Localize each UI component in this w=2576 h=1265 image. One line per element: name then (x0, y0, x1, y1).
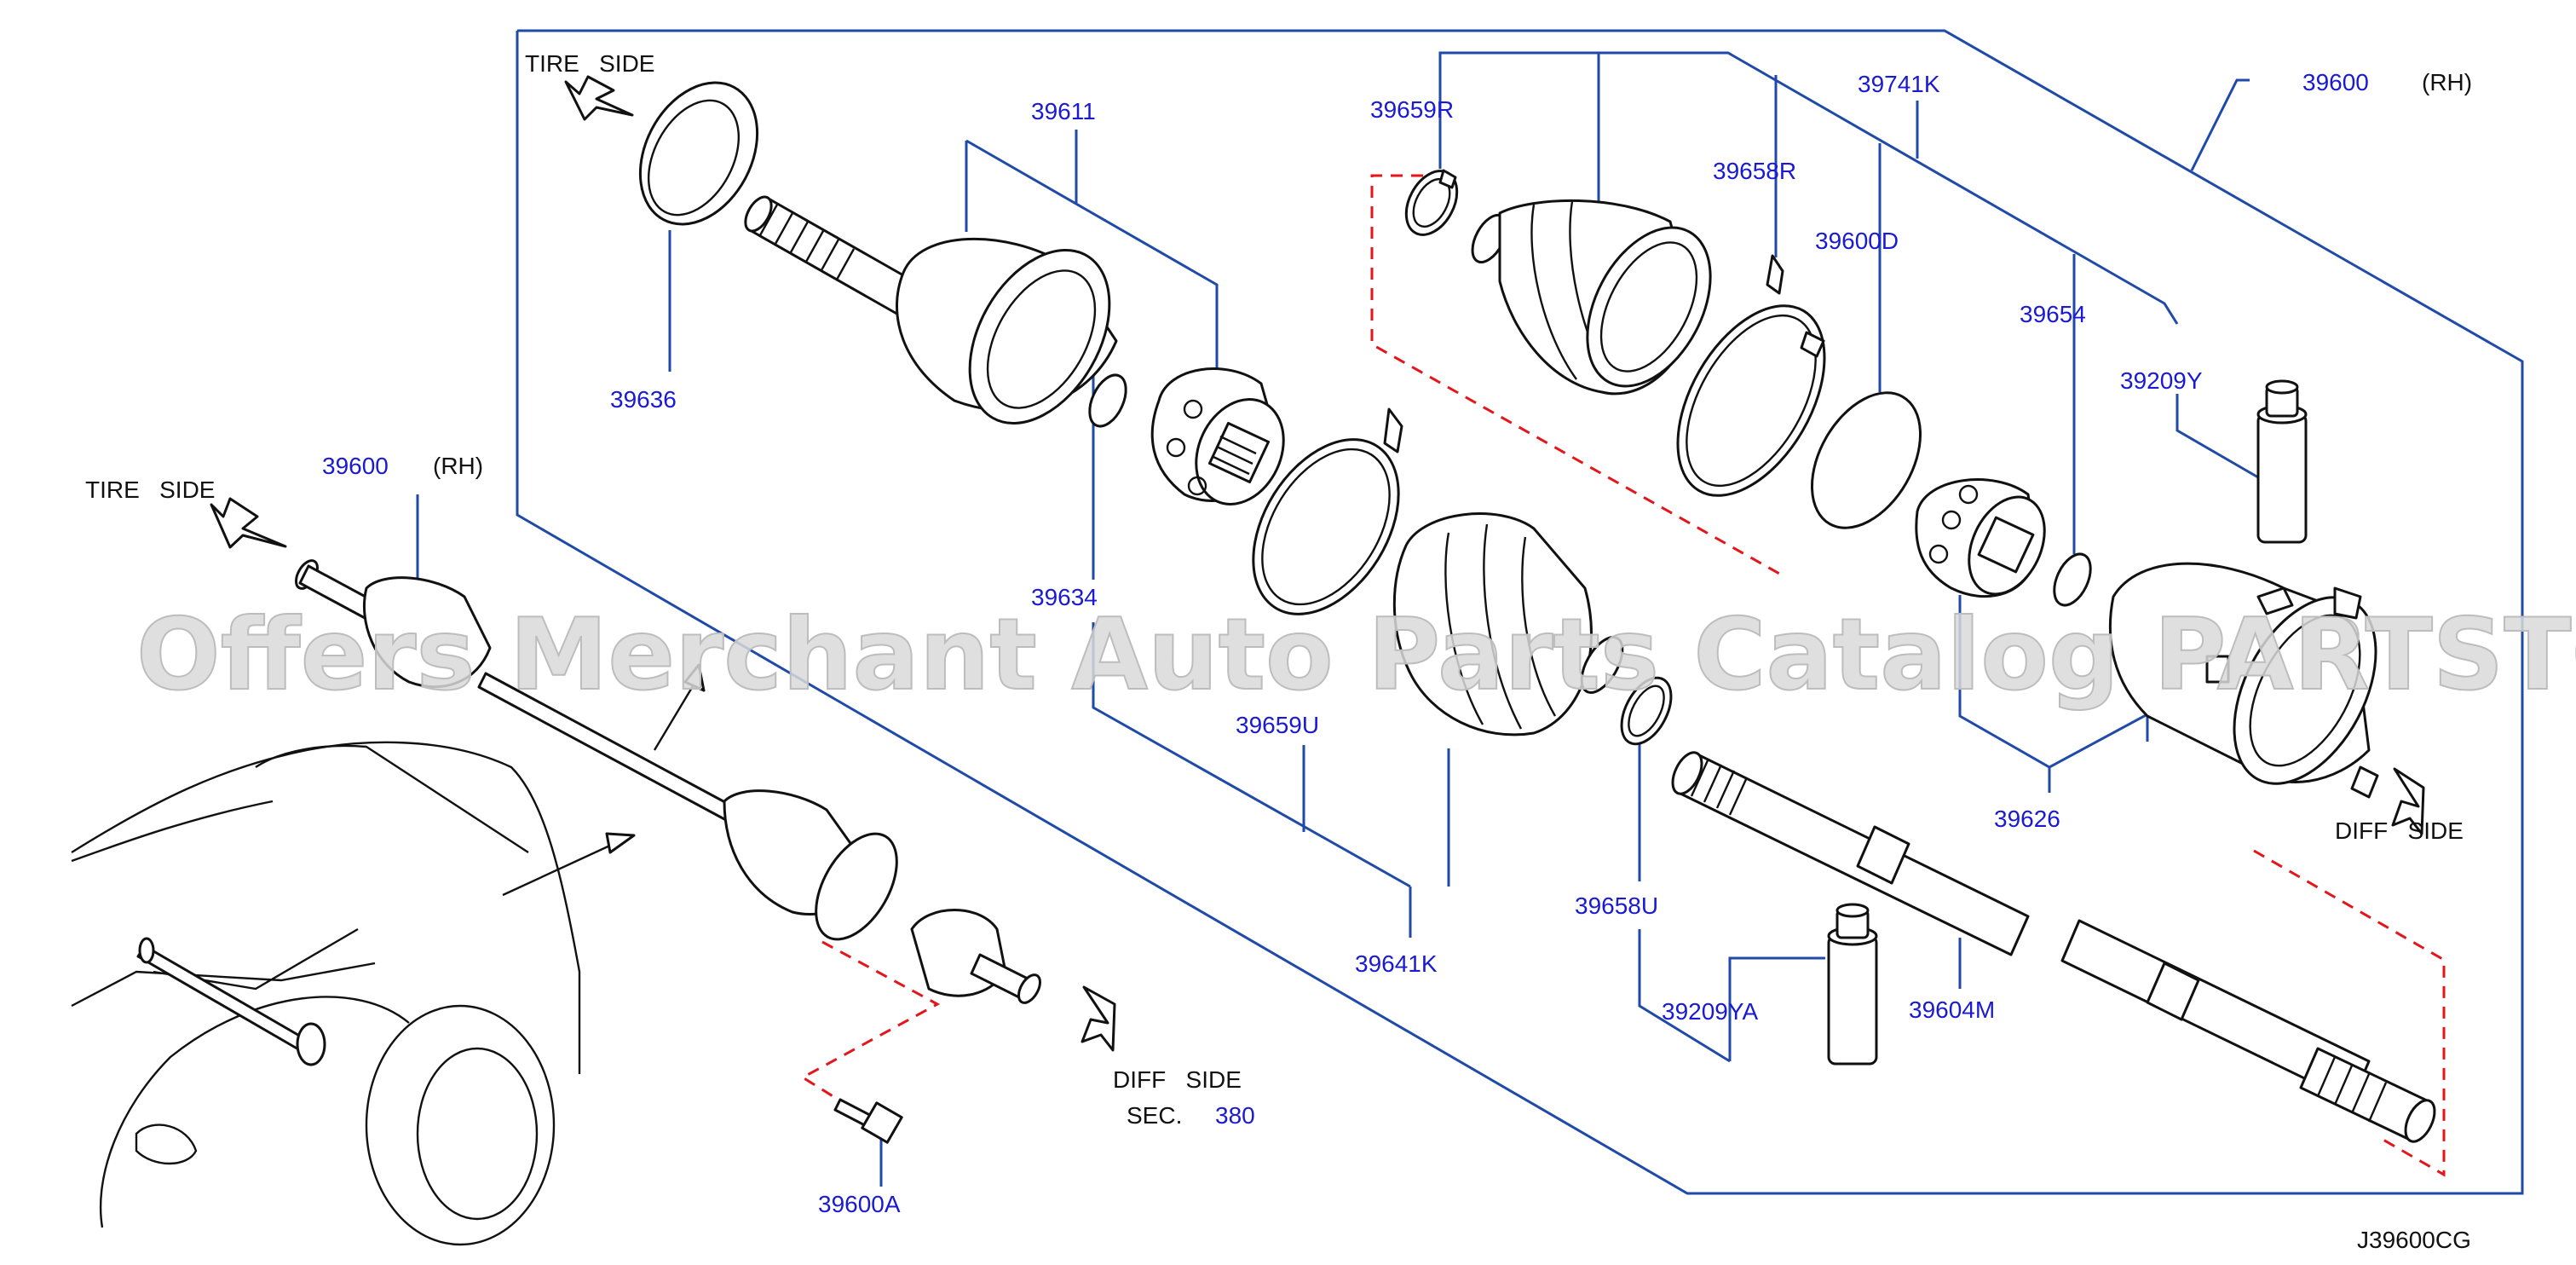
grease-tube-39209y (2256, 379, 2308, 544)
clamp-band-39659u (1252, 407, 1403, 615)
part-number-39611[interactable]: 39611 (1031, 98, 1096, 124)
part-number-39654[interactable]: 39654 (2020, 301, 2086, 327)
part-number-39634[interactable]: 39634 (1031, 584, 1098, 610)
part-number-39658u[interactable]: 39658U (1575, 892, 1658, 919)
snap-ring-39634 (1088, 373, 1127, 428)
part-number-39600-rh-main[interactable]: 39600 (2302, 69, 2369, 95)
part-number-39658r[interactable]: 39658R (1713, 158, 1796, 184)
label-tire-side-left: TIRE SIDE (85, 477, 215, 503)
part-number-39600d[interactable]: 39600D (1815, 228, 1899, 254)
part-number-39209y[interactable]: 39209Y (2120, 367, 2203, 394)
vehicle-outline (71, 741, 581, 1246)
watermark: Offers Merchant Auto Parts Catalog PARTS… (136, 598, 2576, 713)
clamp-band-39658r (1676, 254, 1826, 497)
label-tire-side-top: TIRE SIDE (525, 50, 654, 77)
housing-39626 (2108, 562, 2379, 799)
clamp-39659r (1404, 169, 1459, 236)
part-number-39209ya[interactable]: 39209YA (1662, 998, 1758, 1025)
label-rh-main: (RH) (2422, 69, 2472, 95)
clamp-39658u (1620, 676, 1673, 746)
label-diff-side-bottom: DIFF SIDE (1113, 1066, 1242, 1093)
boot-inner (1471, 199, 1712, 396)
tripod-bearing (1915, 478, 2046, 598)
part-number-sec-num[interactable]: 380 (1215, 1102, 1255, 1129)
shaft-39604m (1671, 751, 2436, 1143)
part-number-39604m[interactable]: 39604M (1909, 996, 1995, 1023)
exploded-frame (516, 29, 2524, 1195)
seal-39636 (638, 81, 759, 226)
part-number-39636[interactable]: 39636 (610, 386, 677, 413)
cv-joint-outer (744, 195, 1118, 425)
assembled-driveshaft (295, 559, 1041, 1144)
snap-ring-39600d (1810, 391, 1922, 529)
label-sec-label: SEC. (1127, 1102, 1182, 1129)
label-diff-side-right: DIFF SIDE (2335, 817, 2464, 844)
part-number-39641k[interactable]: 39641K (1355, 950, 1438, 977)
part-number-39626[interactable]: 39626 (1994, 806, 2060, 832)
leader-lines (416, 51, 2259, 1187)
part-labels: 39600 39611 39636 39634 39659R 39658R 39741K 39… (85, 50, 2472, 1253)
label-rh-small: (RH) (433, 453, 483, 479)
part-number-39600a[interactable]: 39600A (818, 1191, 901, 1217)
part-number-39741k[interactable]: 39741K (1858, 71, 1940, 97)
part-number-39659r[interactable]: 39659R (1370, 96, 1454, 123)
snap-ring-39654 (2053, 552, 2092, 607)
direction-arrows (210, 75, 2425, 1052)
label-diagram-code: J39600CG (2357, 1227, 2471, 1253)
grease-tube-39209ya (1827, 903, 1878, 1066)
cage-bearing (1150, 367, 1285, 505)
part-number-39659u[interactable]: 39659U (1236, 712, 1319, 738)
part-number-39600-rh-small[interactable]: 39600 (322, 453, 389, 479)
dashed-guides (800, 174, 2446, 1177)
boot-outer-39641k (1392, 512, 1624, 736)
